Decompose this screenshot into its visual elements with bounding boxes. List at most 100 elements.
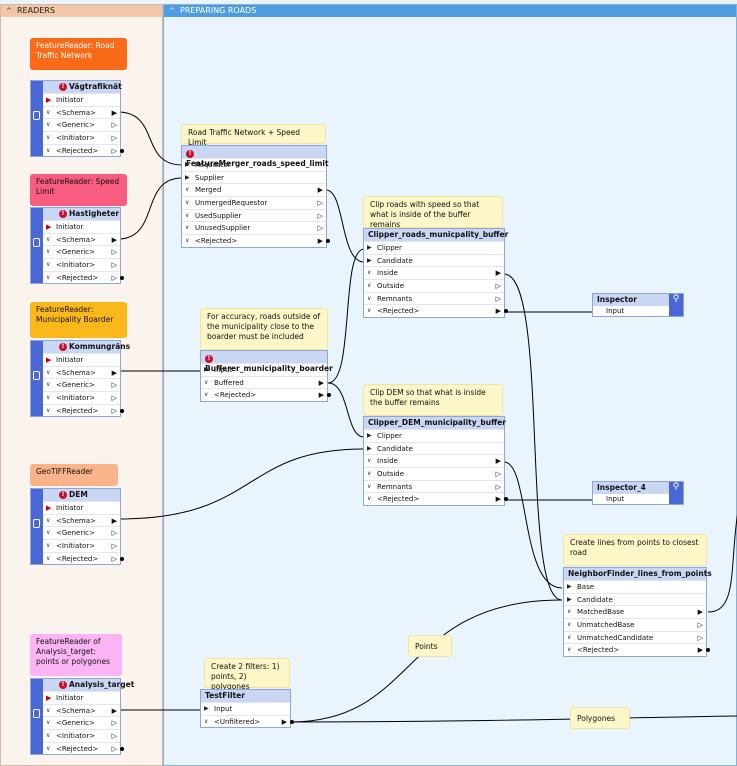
chevron-up-icon[interactable]: ^ xyxy=(169,7,175,15)
initiator-input-port[interactable]: ▶Initiator xyxy=(43,691,120,704)
inspector-4-title[interactable]: Inspector_4 xyxy=(593,482,683,494)
error-icon[interactable]: ! xyxy=(59,491,67,499)
reader-node[interactable]: !Hastigheter▶Initiator∨<Schema>▶∨<Generi… xyxy=(30,207,124,285)
input-port[interactable]: ▶Clipper xyxy=(364,429,504,442)
output-port[interactable]: ∨<Rejected>▷ xyxy=(43,403,124,417)
output-port[interactable]: ∨<Initiator>▷ xyxy=(43,391,120,404)
error-icon[interactable]: ! xyxy=(186,150,194,158)
output-port[interactable]: ∨UnmergedRequestor▷ xyxy=(182,196,326,209)
chevron-up-icon[interactable]: ^ xyxy=(6,7,12,15)
transformer-title[interactable]: NeighborFinder_lines_from_points xyxy=(564,568,712,580)
annotation-polygones[interactable]: Polygones xyxy=(570,707,630,729)
reader-title[interactable]: !Kommungräns xyxy=(43,341,130,353)
input-port[interactable]: ▶Candidate xyxy=(364,441,504,455)
transformer-title[interactable]: Clipper_DEM_municipality_buffer xyxy=(364,417,506,429)
output-port[interactable]: ∨UnusedSupplier▷ xyxy=(182,221,326,234)
output-port[interactable]: ∨<Rejected>▶ xyxy=(364,492,508,505)
output-port[interactable]: ∨Merged▶ xyxy=(182,183,326,196)
output-port[interactable]: ∨<Schema>▶ xyxy=(43,513,120,527)
error-icon[interactable]: ! xyxy=(59,343,67,351)
annotation-filters[interactable]: Create 2 filters: 1) points, 2) polygone… xyxy=(204,658,290,691)
output-port[interactable]: ∨<Rejected>▶ xyxy=(201,388,331,401)
transformer-title[interactable]: Clipper_roads_municpality_buffer xyxy=(364,229,508,241)
inspector-input-port[interactable]: Input xyxy=(606,307,625,315)
output-port[interactable]: ∨<Rejected>▷ xyxy=(43,270,124,284)
inspector-title[interactable]: Inspector xyxy=(593,294,683,306)
reader-title[interactable]: !Analysis_target xyxy=(43,679,134,691)
input-port[interactable]: ▶Candidate xyxy=(564,592,706,606)
output-port[interactable]: ∨UnmatchedBase▷ xyxy=(564,618,706,631)
annotation-clip-roads[interactable]: Clip roads with speed so that what is in… xyxy=(363,196,503,229)
output-port[interactable]: ∨<Generic>▷ xyxy=(43,526,120,539)
reader-node[interactable]: !DEM▶Initiator∨<Schema>▶∨<Generic>▷∨<Ini… xyxy=(30,488,124,566)
error-icon[interactable]: ! xyxy=(59,210,67,218)
input-port[interactable]: ▶Base xyxy=(564,580,706,593)
output-port[interactable]: ∨<Generic>▷ xyxy=(43,716,120,729)
output-port[interactable]: ∨<Generic>▷ xyxy=(43,378,120,391)
annotation-merge[interactable]: Road Traffic Network + Speed Limit xyxy=(181,124,326,147)
reader-node[interactable]: !Analysis_target▶Initiator∨<Schema>▶∨<Ge… xyxy=(30,678,134,756)
annotation-speed-reader[interactable]: FeatureReader: Speed Limit xyxy=(30,174,127,206)
input-port[interactable]: ▶Candidate xyxy=(364,253,504,267)
inspector-4-input-port[interactable]: Input xyxy=(606,495,625,503)
error-icon[interactable]: ! xyxy=(205,355,213,363)
transformer-clip-roads[interactable]: Clipper_roads_municpality_buffer▶Clipper… xyxy=(363,228,508,319)
output-port[interactable]: ∨UnmatchedCandidate▷ xyxy=(564,630,706,644)
output-port[interactable]: ∨<Generic>▷ xyxy=(43,118,120,131)
inspector-node[interactable]: Inspector Input ⚲ xyxy=(592,293,684,317)
output-port[interactable]: ∨Inside▶ xyxy=(364,266,504,279)
output-port[interactable]: ∨<Rejected>▶ xyxy=(564,643,710,656)
output-port[interactable]: ∨<Initiator>▷ xyxy=(43,539,120,552)
annotation-municipality-reader[interactable]: FeatureReader: Municipality Boarder xyxy=(30,302,127,338)
output-port[interactable]: ∨<Schema>▶ xyxy=(43,703,120,717)
transformer-bufferer[interactable]: !Bufferer_municipality_boarder▶Input∨Buf… xyxy=(200,350,333,403)
output-port[interactable]: ∨<Rejected>▶ xyxy=(182,234,330,247)
output-port[interactable]: ∨<Rejected>▷ xyxy=(43,741,124,755)
transformer-testfilter[interactable]: TestFilter▶Input∨<Unfiltered>▶ xyxy=(200,689,294,729)
reader-title[interactable]: !DEM xyxy=(43,489,120,501)
error-icon[interactable]: ! xyxy=(59,681,67,689)
transformer-title[interactable]: !Bufferer_municipality_boarder xyxy=(201,351,333,373)
output-port[interactable]: ∨<Rejected>▷ xyxy=(43,143,124,157)
output-port[interactable]: ∨UsedSupplier▷ xyxy=(182,208,326,222)
initiator-input-port[interactable]: ▶Initiator xyxy=(43,501,120,514)
input-port[interactable]: ▶Input xyxy=(201,363,327,376)
bookmark-preparing-roads-header[interactable]: ^ PREPARING ROADS xyxy=(164,5,736,17)
input-port[interactable]: ▶Clipper xyxy=(364,241,504,254)
reader-title[interactable]: !Hastigheter xyxy=(43,208,120,220)
output-port[interactable]: ∨Inside▶ xyxy=(364,454,504,467)
transformer-clip-dem[interactable]: Clipper_DEM_municipality_buffer▶Clipper▶… xyxy=(363,416,508,507)
input-port[interactable]: ▶Input xyxy=(201,702,290,715)
magnifier-icon[interactable]: ⚲ xyxy=(669,294,683,316)
output-port[interactable]: ∨<Initiator>▷ xyxy=(43,729,120,742)
input-port[interactable]: ▶Requestor xyxy=(182,158,326,171)
initiator-input-port[interactable]: ▶Initiator xyxy=(43,93,120,106)
output-port[interactable]: ∨<Schema>▶ xyxy=(43,105,120,119)
output-port[interactable]: ∨<Rejected>▶ xyxy=(364,304,508,317)
input-port[interactable]: ▶Supplier xyxy=(182,170,326,184)
output-port[interactable]: ∨<Initiator>▷ xyxy=(43,258,120,271)
transformer-title[interactable]: !FeatureMerger_roads_speed_limit xyxy=(182,146,329,168)
annotation-geotiff-reader[interactable]: GeoTIFFReader xyxy=(30,464,118,486)
reader-node[interactable]: !Kommungräns▶Initiator∨<Schema>▶∨<Generi… xyxy=(30,340,130,418)
transformer-merger[interactable]: !FeatureMerger_roads_speed_limit▶Request… xyxy=(181,145,330,248)
initiator-input-port[interactable]: ▶Initiator xyxy=(43,353,120,366)
annotation-analysis-reader[interactable]: FeatureReader of Analysis_target: points… xyxy=(30,634,122,676)
magnifier-icon[interactable]: ⚲ xyxy=(669,482,683,504)
output-port[interactable]: ∨<Unfiltered>▶ xyxy=(201,714,294,728)
output-port[interactable]: ∨<Schema>▶ xyxy=(43,232,120,246)
output-port[interactable]: ∨Outside▷ xyxy=(364,279,504,292)
annotation-clip-dem[interactable]: Clip DEM so that what is inside the buff… xyxy=(363,384,503,416)
annotation-road-reader[interactable]: FeatureReader: Road Traffic Network xyxy=(30,38,127,70)
transformer-neighbor[interactable]: NeighborFinder_lines_from_points▶Base▶Ca… xyxy=(563,567,712,658)
output-port[interactable]: ∨Remnants▷ xyxy=(364,291,504,305)
output-port[interactable]: ∨Outside▷ xyxy=(364,467,504,480)
annotation-neighbor[interactable]: Create lines from points to closest road xyxy=(563,534,707,566)
output-port[interactable]: ∨Buffered▶ xyxy=(201,375,327,389)
reader-node[interactable]: !Vägtrafiknät▶Initiator∨<Schema>▶∨<Gener… xyxy=(30,80,124,158)
output-port[interactable]: ∨<Generic>▷ xyxy=(43,245,120,258)
annotation-points[interactable]: Points xyxy=(408,635,452,657)
bookmark-readers-header[interactable]: ^ READERS xyxy=(1,5,162,17)
inspector-4-node[interactable]: Inspector_4 Input ⚲ xyxy=(592,481,684,505)
